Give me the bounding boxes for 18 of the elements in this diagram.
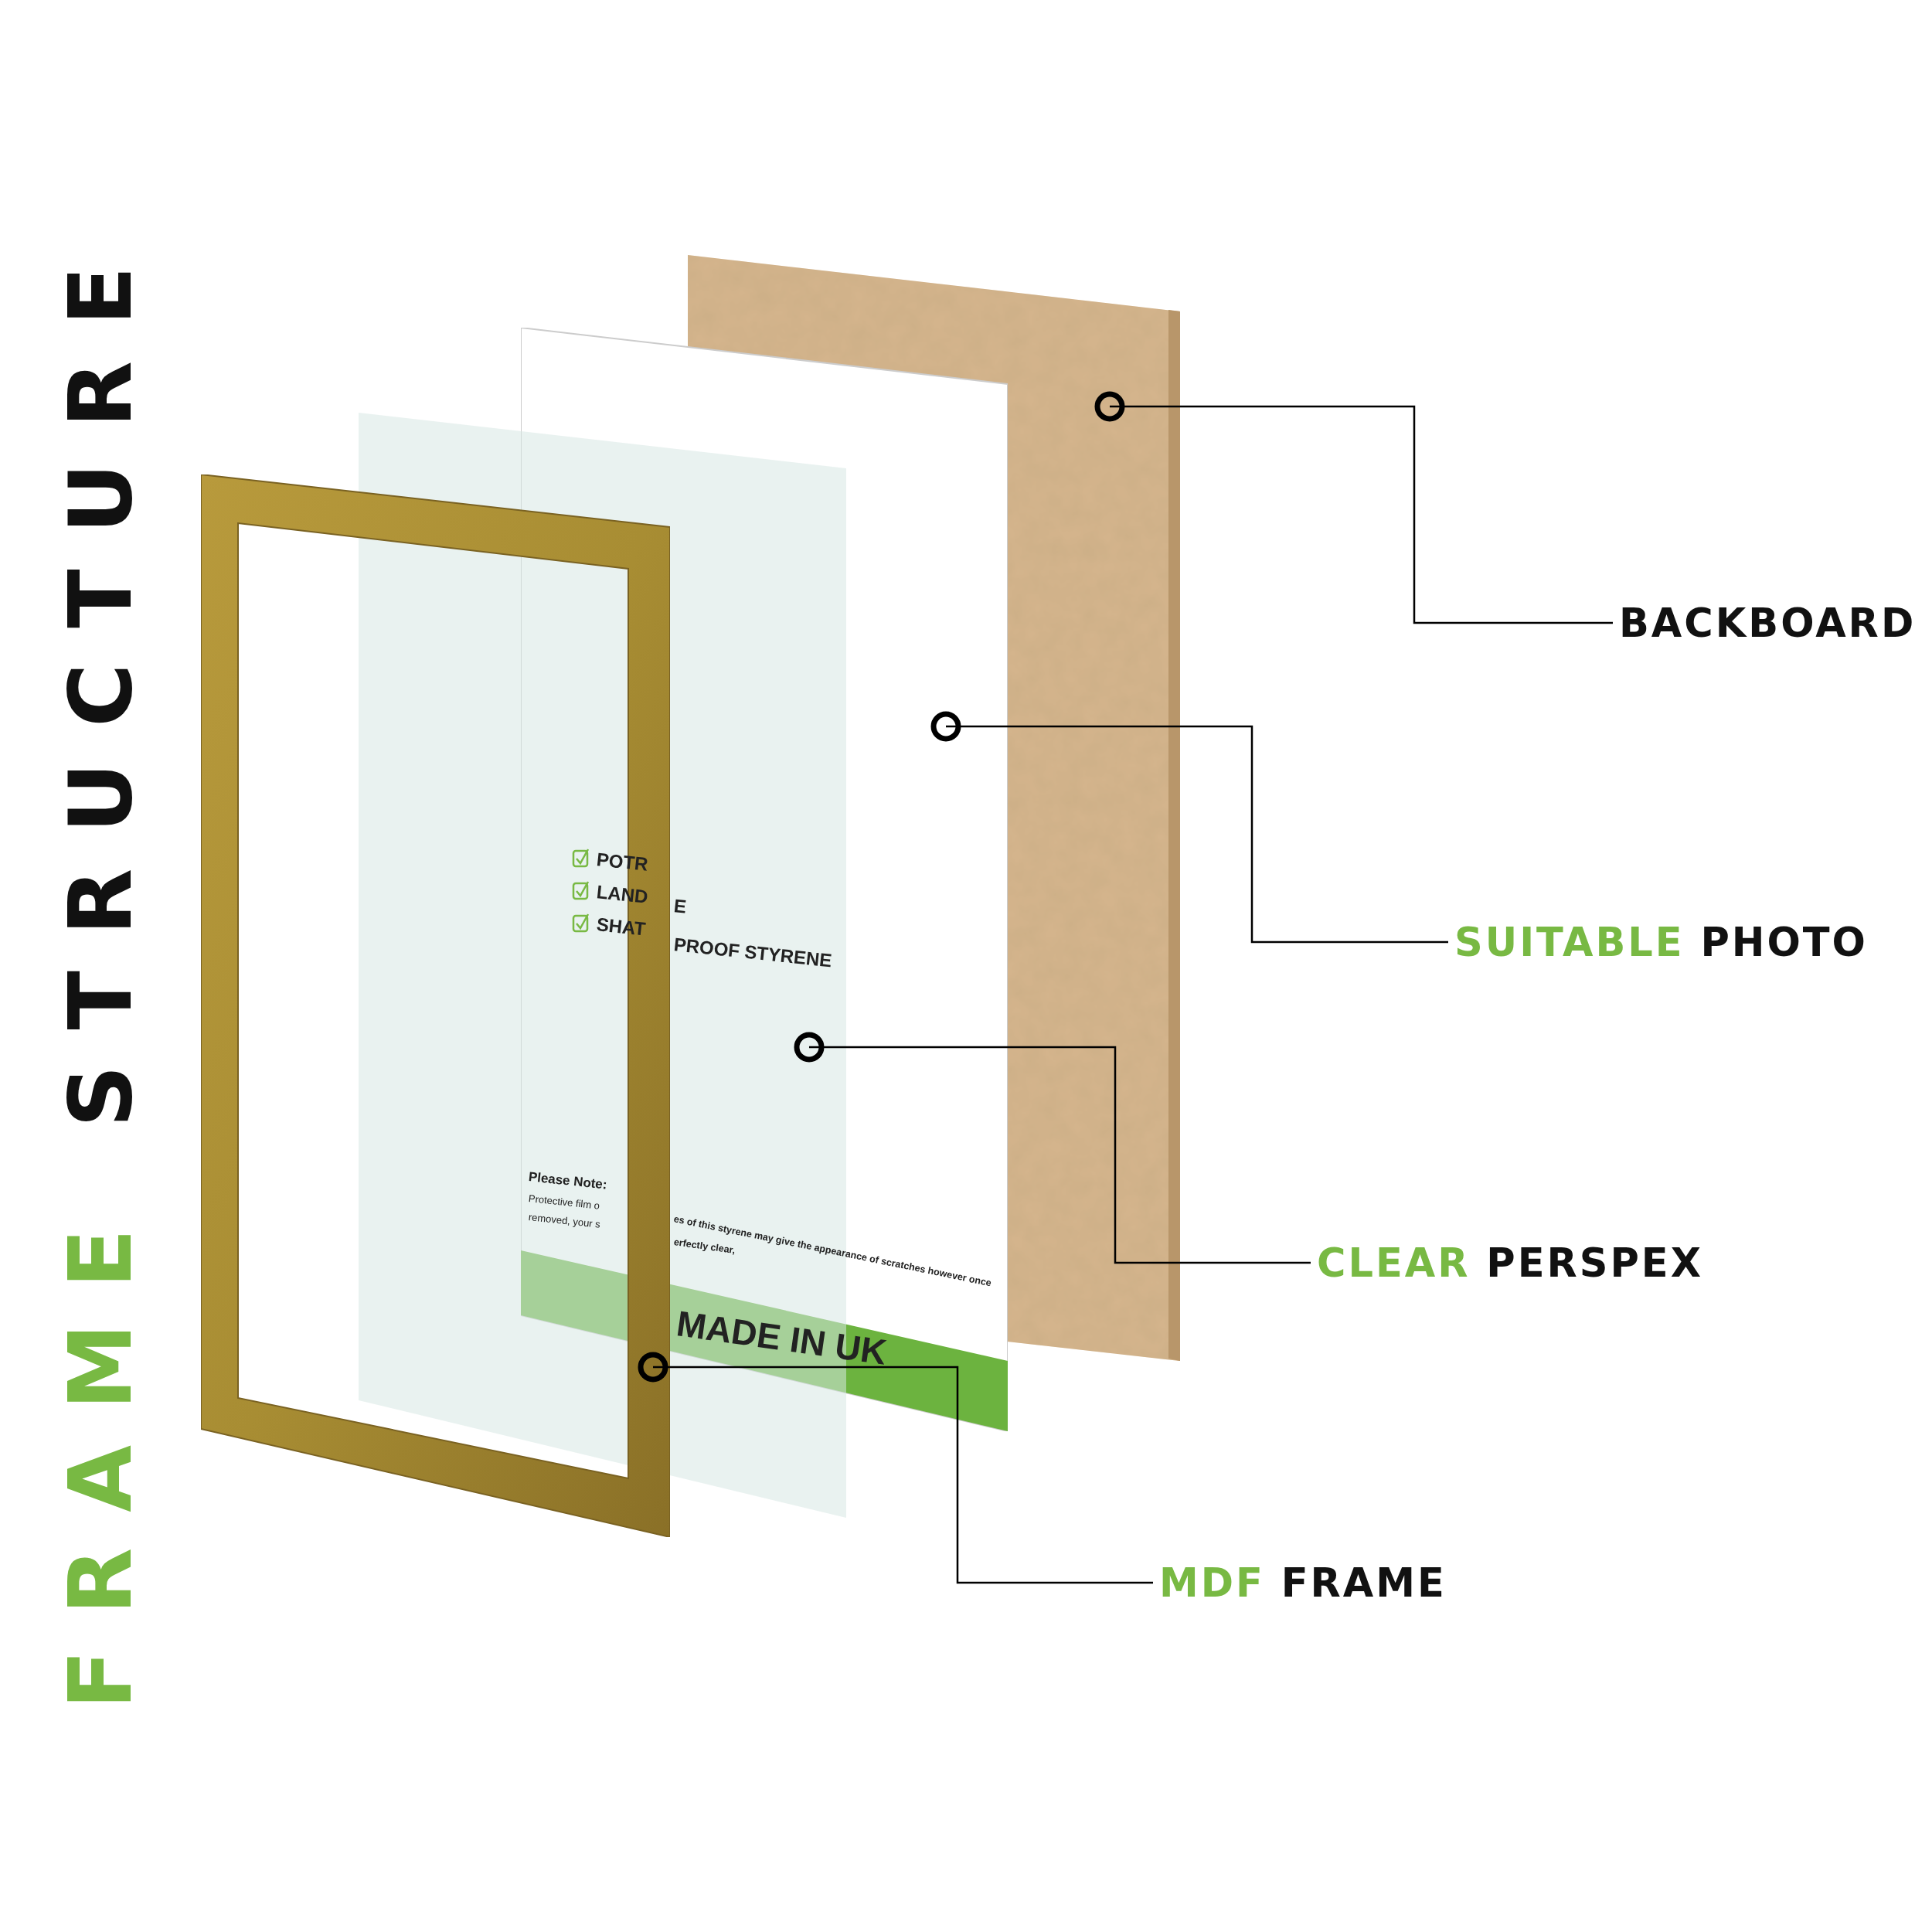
insert-text: SHAT (595, 915, 647, 939)
insert-text: Protective film o (528, 1192, 600, 1211)
leader-line (794, 1032, 1311, 1264)
vertical-title: FRAME STRUCTURE (57, 230, 144, 1709)
insert-text: POTR (595, 850, 649, 874)
insert-text: PROOF STYRENE (672, 935, 833, 971)
insert-text: erfectly clear, (673, 1236, 736, 1256)
part-label: BACKBOARD (1619, 603, 1917, 643)
leader-line (638, 1352, 1153, 1584)
part-label: MDF FRAME (1159, 1563, 1447, 1603)
part-label: SUITABLE PHOTO (1454, 922, 1868, 962)
insert-text: LAND (595, 883, 649, 906)
insert-text: removed, your s (528, 1211, 601, 1230)
insert-text: MADE IN UK (674, 1305, 889, 1370)
insert-text: Please Note: (528, 1169, 608, 1192)
insert-text: E (672, 896, 688, 917)
leader-line (930, 711, 1448, 944)
part-label: CLEAR PERSPEX (1317, 1243, 1704, 1283)
